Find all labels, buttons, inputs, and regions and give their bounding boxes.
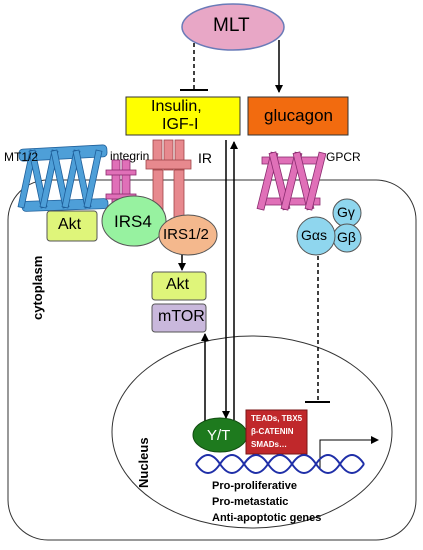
glucagon-label: glucagon [264,106,334,125]
g-gamma-label: Gγ [337,204,355,220]
tf-line-3: SMADs… [251,440,288,449]
mt12-receptor [17,144,109,212]
insulin-label: Insulin, [151,98,202,115]
cell-outline [7,179,417,541]
output-line-3: Anti-apoptotic genes [212,512,322,524]
akt-membrane-box [46,210,98,242]
g-alpha-s-label: Gαs [301,227,327,243]
nucleus-label: Nucleus [136,437,151,488]
yt-label: Y/T [207,427,231,444]
irs4-label: IRS4 [114,212,152,231]
akt-membrane-label: Akt [58,216,82,233]
ir-receptor [145,139,192,221]
irs12-label: IRS1/2 [163,226,209,243]
g-alpha-s-node [296,216,336,256]
mlt-node [181,3,285,51]
insulin-box [125,96,241,136]
ir-label: IR [198,150,212,166]
g-beta-label: Gβ [337,229,356,245]
gpcr-receptor [256,151,327,211]
mlt-label: MLT [213,15,250,36]
output-line-2: Pro-metastatic [212,496,289,508]
irs12-node [158,214,218,256]
cytoplasm-label: cytoplasm [30,255,45,320]
irs4-node [101,195,167,247]
akt-label: Akt [166,276,190,293]
mt12-label: MT1/2 [4,150,39,164]
output-line-1: Pro-proliferative [212,480,297,492]
transcription-arrow [319,436,379,468]
mtor-box [151,303,207,333]
integrin-label: integrin [110,149,150,163]
dna-helix [195,454,365,474]
akt-box [151,271,207,301]
tf-line-1: TEADs, TBX5 [251,414,303,423]
igf-label: IGF-I [162,116,199,133]
tf-line-2: β-CATENIN [251,427,294,436]
glucagon-box [247,96,349,136]
gpcr-label: GPCR [326,150,361,164]
mtor-label: mTOR [158,308,205,325]
nucleus-outline [111,335,393,529]
tf-box [245,409,308,455]
